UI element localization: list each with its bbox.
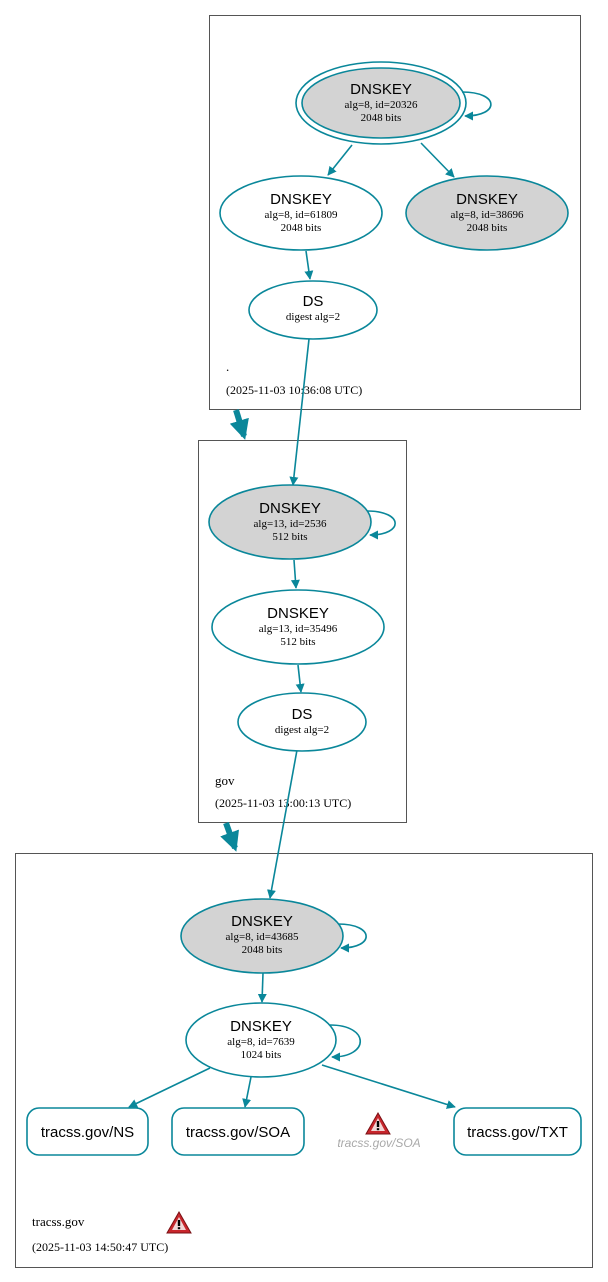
node-rr-soa-ghost[interactable]: tracss.gov/SOA [337,1111,421,1150]
node-root-key3[interactable]: DNSKEY alg=8, id=38696 2048 bits [405,175,569,251]
node-root-key3-title: DNSKEY [456,191,518,208]
edge-tracss-zsk-ns [128,1067,211,1108]
edge-tracss-zsk-soa [242,1076,252,1108]
zone-gov-timestamp: (2025-11-03 13:00:13 UTC) [215,796,351,810]
edge-tracss-ksk-self [337,923,367,953]
warning-triangle-icon [166,1210,192,1234]
node-gov-ds-line1: digest alg=2 [275,724,329,736]
node-gov-ksk-line2: 512 bits [272,531,307,543]
edge-gov-zsk-ds [295,664,305,693]
node-rr-txt-label: tracss.gov/TXT [467,1124,568,1141]
node-root-zsk[interactable]: DNSKEY alg=8, id=61809 2048 bits [219,175,383,251]
node-tracss-zsk[interactable]: DNSKEY alg=8, id=7639 1024 bits [185,1002,337,1078]
edge-root-ksk-key3 [420,142,455,178]
node-gov-ksk-line1: alg=13, id=2536 [254,518,327,530]
node-rr-ns[interactable]: tracss.gov/NS [26,1107,149,1156]
node-gov-zsk[interactable]: DNSKEY alg=13, id=35496 512 bits [211,589,385,665]
zone-tracss [15,853,593,1268]
node-gov-zsk-title: DNSKEY [267,605,329,622]
node-root-ksk-title: DNSKEY [350,81,412,98]
node-root-ksk-line1: alg=8, id=20326 [345,99,418,111]
warning-triangle-icon [365,1111,391,1135]
node-tracss-zsk-line1: alg=8, id=7639 [227,1036,295,1048]
node-gov-zsk-line2: 512 bits [280,636,315,648]
node-root-zsk-line2: 2048 bits [281,222,322,234]
edge-gov-ds-tracss-ksk [267,749,298,899]
zone-root-name: . [226,359,229,374]
edge-tracss-zsk-self [329,1024,361,1062]
node-tracss-ksk-line1: alg=8, id=43685 [226,931,299,943]
node-root-ds-line1: digest alg=2 [286,311,340,323]
zone-gov-name: gov [215,773,235,788]
zone-tracss-name: tracss.gov [32,1214,85,1229]
node-gov-ds-title: DS [292,706,313,723]
node-rr-soa-ghost-label: tracss.gov/SOA [337,1136,420,1150]
node-root-ds[interactable]: DS digest alg=2 [248,280,378,340]
node-tracss-ksk-line2: 2048 bits [242,944,283,956]
zone-root [209,15,581,410]
zone-tracss-timestamp: (2025-11-03 14:50:47 UTC) [32,1240,168,1254]
zone-gov [198,440,407,823]
edge-root-zsk-ds [304,250,314,280]
edge-tracss-zsk-txt [321,1064,456,1109]
delegation-arrow-gov-tracss [220,821,239,852]
node-tracss-zsk-title: DNSKEY [230,1018,292,1035]
node-gov-zsk-line1: alg=13, id=35496 [259,623,338,635]
node-root-ds-title: DS [303,293,324,310]
node-rr-soa-label: tracss.gov/SOA [186,1124,290,1141]
edge-root-ksk-self [461,91,492,121]
node-root-zsk-line1: alg=8, id=61809 [265,209,338,221]
node-rr-ns-label: tracss.gov/NS [41,1124,134,1141]
node-gov-ds[interactable]: DS digest alg=2 [237,692,367,752]
node-tracss-zsk-line2: 1024 bits [241,1049,282,1061]
node-tracss-ksk-title: DNSKEY [231,913,293,930]
node-tracss-ksk[interactable]: DNSKEY alg=8, id=43685 2048 bits [180,898,344,974]
edge-root-ds-gov-ksk [289,338,310,486]
edge-gov-ksk-self [366,510,396,540]
node-root-ksk[interactable]: DNSKEY alg=8, id=20326 2048 bits [295,61,467,145]
node-rr-txt[interactable]: tracss.gov/TXT [453,1107,582,1156]
delegation-arrow-root-gov [229,409,249,440]
edge-tracss-ksk-zsk [257,972,267,1003]
node-rr-soa[interactable]: tracss.gov/SOA [171,1107,305,1156]
node-root-key3-line2: 2048 bits [467,222,508,234]
node-root-zsk-title: DNSKEY [270,191,332,208]
edge-gov-ksk-zsk [290,559,300,589]
zone-root-timestamp: (2025-11-03 10:36:08 UTC) [226,383,362,397]
node-root-ksk-line2: 2048 bits [361,112,402,124]
edge-root-ksk-zsk [327,144,353,176]
node-root-key3-line1: alg=8, id=38696 [451,209,524,221]
node-gov-ksk[interactable]: DNSKEY alg=13, id=2536 512 bits [208,484,372,560]
node-gov-ksk-title: DNSKEY [259,500,321,517]
